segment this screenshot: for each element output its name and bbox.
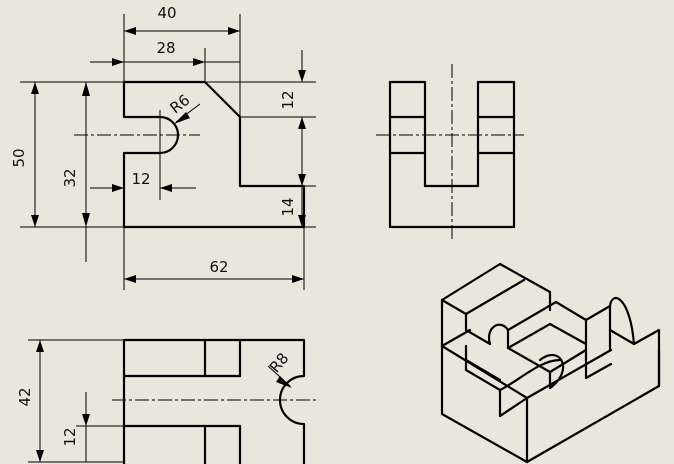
dim-arrow — [82, 82, 90, 96]
dim-text-12-slot: 12 — [131, 170, 150, 188]
dim-text-r6: R6 — [167, 91, 194, 117]
iso-edge — [506, 328, 552, 390]
dim-text-12-top: 12 — [279, 90, 297, 109]
dim-text-50: 50 — [10, 148, 28, 167]
dim-text-32: 32 — [61, 168, 79, 187]
iso-edge — [498, 396, 529, 418]
iso-edge — [487, 323, 510, 346]
iso-edge — [584, 318, 613, 380]
top-outline — [122, 338, 306, 464]
isometric-view — [440, 262, 661, 464]
top-view: 42 12 R8 — [16, 338, 316, 464]
side-view — [376, 64, 524, 240]
front-view: 40 28 50 32 12 12 R6 14 6 — [10, 4, 316, 290]
iso-edge — [464, 328, 492, 346]
iso-edge — [440, 344, 529, 464]
iso-edge — [440, 278, 526, 316]
iso-edge — [440, 328, 472, 348]
dim-text-42: 42 — [16, 387, 34, 406]
iso-edge — [525, 348, 613, 400]
dim-arrow — [193, 58, 205, 66]
leader-arrow — [174, 112, 190, 124]
iso-edge — [506, 300, 588, 332]
iso-edge — [608, 297, 636, 346]
iso-edge — [506, 322, 588, 350]
iso-edge — [440, 262, 552, 312]
dim-text-r8: R8 — [266, 349, 293, 376]
dim-text-62: 62 — [209, 258, 228, 276]
dim-arrow — [82, 213, 90, 227]
dim-text-12-top-view: 12 — [61, 427, 79, 446]
iso-edge — [548, 348, 588, 374]
leader-arrow — [276, 376, 292, 388]
dim-text-14: 14 — [279, 197, 297, 216]
iso-edge — [464, 358, 502, 382]
front-outline — [122, 80, 306, 229]
iso-edge — [608, 328, 661, 388]
dim-text-28: 28 — [156, 39, 175, 57]
iso-edge — [538, 353, 565, 390]
iso-edge — [440, 344, 661, 464]
dim-text-40: 40 — [157, 4, 176, 22]
iso-edge — [498, 358, 562, 392]
iso-edge — [584, 304, 612, 322]
